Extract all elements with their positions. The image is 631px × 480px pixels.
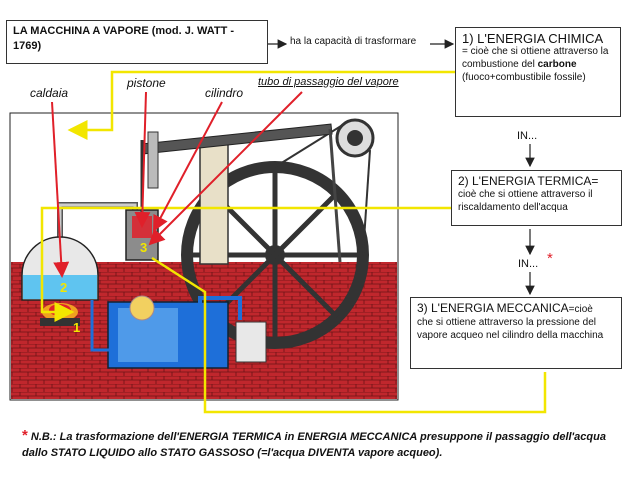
energy-mechanical-text: che si ottiene attraverso la pressione d… [417,317,604,341]
marker-2: 2 [60,280,67,295]
label-cilindro: cilindro [205,86,244,100]
energy-chemical-heading: 1) L'ENERGIA CHIMICA [462,31,604,46]
energy-chemical-box: 1) L'ENERGIA CHIMICA = cioè che si ottie… [455,27,621,117]
footnote: * N.B.: La trasformazione dell'ENERGIA T… [22,428,622,461]
page-title: LA MACCHINA A VAPORE (mod. J. WATT - 176… [13,25,235,52]
energy-chemical-bold: carbone [537,59,577,70]
energy-thermal-box: 2) L'ENERGIA TERMICA= cioè che si ottien… [451,170,622,226]
steam-bubble [129,295,155,321]
marker-3: 3 [140,240,147,255]
arrow-pistone [134,91,151,228]
arrow-tubo [148,91,303,246]
label-caldaia: caldaia [30,86,69,100]
energy-thermal-text: cioè che si ottiene attraverso il riscal… [458,189,593,213]
arrow-cilindro [153,101,223,232]
energy-chemical-text-b: (fuoco+combustibile fossile) [462,72,586,83]
energy-mechanical-heading: 3) L'ENERGIA MECCANICA [417,301,569,315]
marker-1: 1 [73,320,80,335]
yellow-connectors [40,70,547,414]
energy-mechanical-heading-suffix: =cioè [568,304,593,315]
pump [235,321,267,363]
in-label-2: IN... [518,258,539,270]
energy-mechanical-box: 3) L'ENERGIA MECCANICA=cioè che si ottie… [410,297,622,369]
support-tower [199,139,229,265]
label-tubo: tubo di passaggio del vapore [258,76,399,88]
arrow-caldaia [51,101,70,278]
energy-chemical-text-a: = cioè che si ottiene attraverso la comb… [462,46,609,70]
label-pistone: pistone [127,76,166,90]
belt-pulley [274,118,375,256]
in-label-1: IN... [517,130,538,142]
footnote-star: * [22,427,28,444]
star-marker: * [547,250,553,267]
connecting-rod [328,128,342,263]
piston-guide [147,131,159,189]
title-box: LA MACCHINA A VAPORE (mod. J. WATT - 176… [6,20,268,64]
footnote-text: N.B.: La trasformazione dell'ENERGIA TER… [22,431,606,459]
energy-thermal-heading: 2) L'ENERGIA TERMICA= [458,174,599,188]
transform-text: ha la capacità di trasformare [290,36,417,47]
